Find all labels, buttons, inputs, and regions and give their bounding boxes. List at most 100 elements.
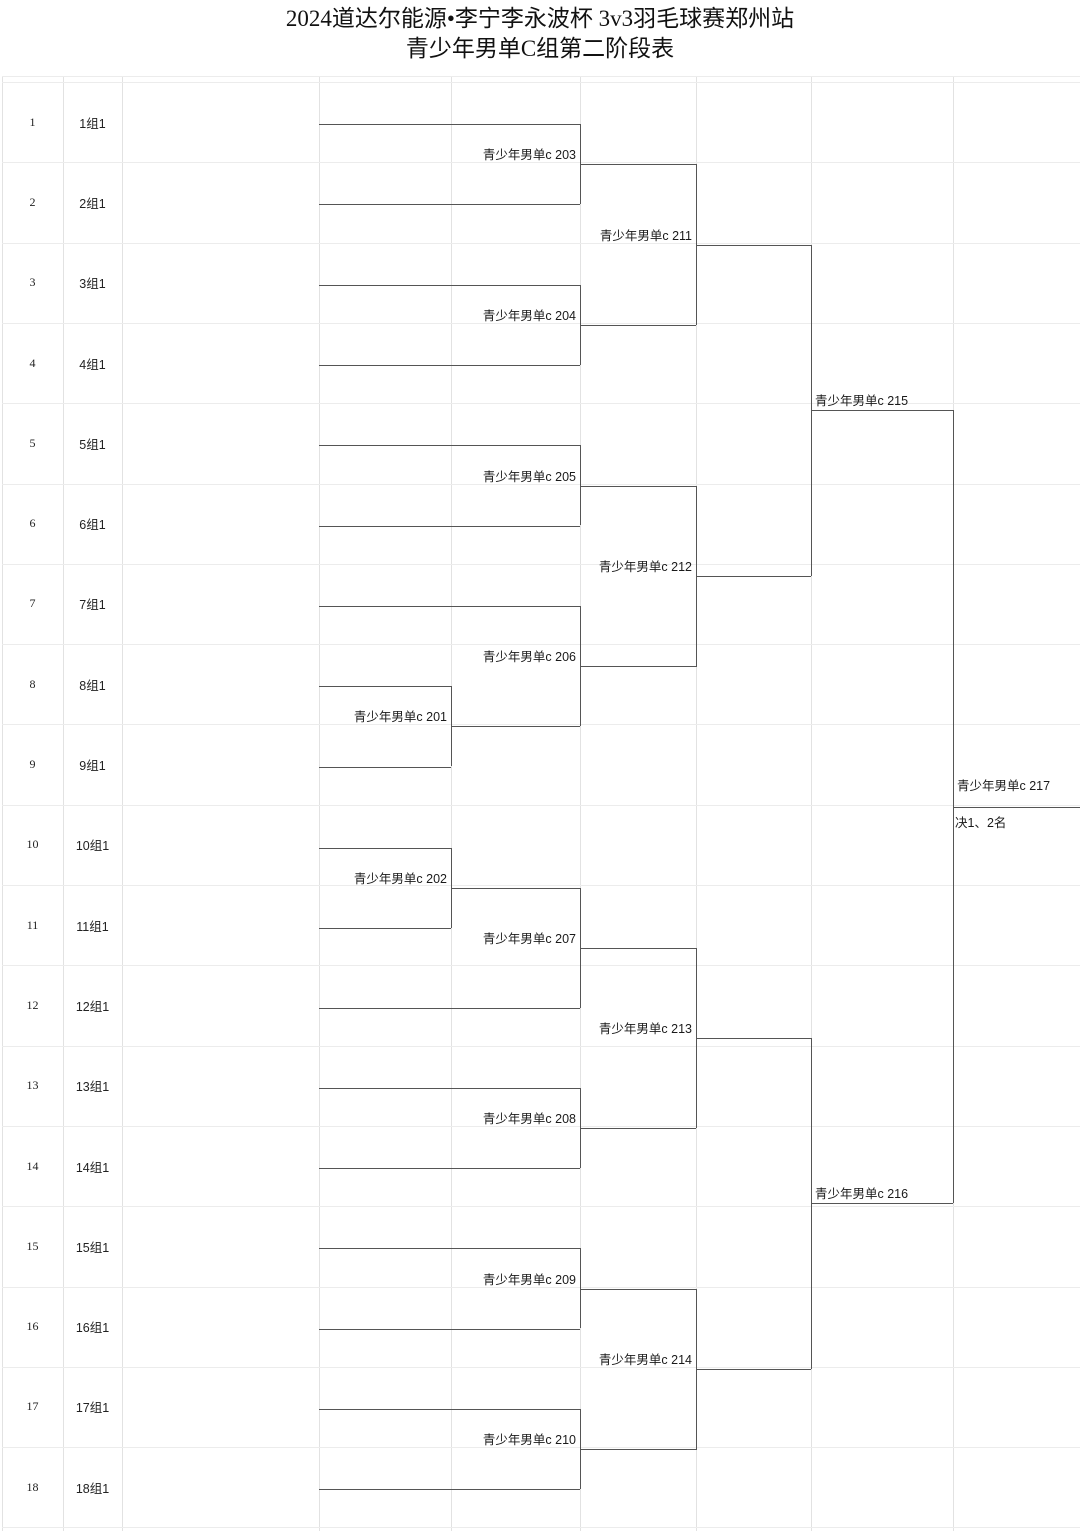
bracket-line-216-bottom [696, 1369, 811, 1370]
entry-group-label: 5组1 [79, 437, 106, 452]
entry-group-label: 3组1 [79, 277, 106, 292]
entry-number: 6 [29, 516, 36, 531]
entry-group-label: 13组1 [75, 1080, 110, 1095]
grid-row-line [2, 162, 1080, 163]
grid-row-line [2, 1367, 1080, 1368]
entry-group-label: 15组1 [75, 1240, 110, 1255]
bracket-line-206-top [319, 606, 580, 607]
grid-column-line [2, 76, 3, 1531]
entry-group-label: 8组1 [79, 678, 106, 693]
entry-number: 16 [26, 1319, 39, 1334]
entry-number: 14 [26, 1158, 39, 1173]
bracket-line-212-bottom [580, 666, 696, 667]
bracket-join-209 [580, 1248, 581, 1329]
bracket-line-210-top [319, 1409, 580, 1410]
grid-column-line [319, 76, 320, 1531]
entry-number: 1 [29, 114, 36, 129]
match-label-214: 青少年男单c 214 [598, 1352, 692, 1367]
entry-number: 4 [29, 355, 36, 370]
entry-group-label: 10组1 [75, 839, 110, 854]
bracket-line-216-top [696, 1038, 811, 1039]
bracket-line-203-bottom [319, 204, 580, 205]
entry-number: 10 [26, 837, 39, 852]
entry-number: 13 [26, 1078, 39, 1093]
entry-group-label: 16组1 [75, 1321, 110, 1336]
bracket-line-205-bottom [319, 526, 580, 527]
grid-row-line [2, 1447, 1080, 1448]
grid-column-line [580, 76, 581, 1531]
grid-column-line [451, 76, 452, 1531]
entry-group-label: 2组1 [79, 196, 106, 211]
grid-row-line [2, 1527, 1080, 1528]
bracket-line-203-top [319, 124, 580, 125]
grid-row-line [2, 724, 1080, 725]
bracket-line-214-top [580, 1289, 696, 1290]
grid-row-line [2, 82, 1080, 83]
entry-group-label: 7组1 [79, 598, 106, 613]
bracket-line-209-top [319, 1248, 580, 1249]
bracket-line-212-top [580, 486, 696, 487]
bracket-line-207-bottom [319, 1008, 580, 1009]
match-label-208: 青少年男单c 208 [482, 1111, 576, 1126]
bracket-line-202-top [319, 848, 451, 849]
grid-column-line [811, 76, 812, 1531]
entry-number: 18 [26, 1479, 39, 1494]
entry-number: 11 [26, 917, 39, 932]
grid-row-line [2, 403, 1080, 404]
bracket-line-214-bottom [580, 1449, 696, 1450]
bracket-line-215-top [696, 245, 811, 246]
bracket-line-215-bottom [696, 576, 811, 577]
entry-number: 8 [29, 676, 36, 691]
bracket-line-208-bottom [319, 1168, 580, 1169]
bracket-line-208-top [319, 1088, 580, 1089]
bracket-line-213-top [580, 948, 696, 949]
bracket-line-201-top [319, 686, 451, 687]
match-label-206: 青少年男单c 206 [482, 650, 576, 665]
entry-number: 17 [26, 1399, 39, 1414]
match-label-213: 青少年男单c 213 [598, 1022, 692, 1037]
entry-group-label: 11组1 [76, 919, 109, 934]
bracket-line-206-bottom [451, 726, 580, 727]
grid-row-line [2, 1206, 1080, 1207]
bracket-line-205-top [319, 445, 580, 446]
bracket-line-204-top [319, 285, 580, 286]
entry-group-label: 12组1 [75, 999, 110, 1014]
grid-row-line [2, 323, 1080, 324]
bracket-line-champion-out [953, 807, 1080, 808]
grid-row-line [2, 1287, 1080, 1288]
grid-column-line [63, 76, 64, 1531]
match-label-212: 青少年男单c 212 [598, 559, 692, 574]
grid-row-line [2, 644, 1080, 645]
bracket-line-201-bottom [319, 767, 451, 768]
bracket-line-204-bottom [319, 365, 580, 366]
bracket-line-217-bottom [811, 1203, 953, 1204]
match-label-202: 青少年男单c 202 [353, 872, 447, 886]
grid-row-line [2, 484, 1080, 485]
bracket-line-210-bottom [319, 1489, 580, 1490]
entry-number: 9 [29, 757, 36, 772]
grid-column-line [122, 76, 123, 1531]
match-label-209: 青少年男单c 209 [482, 1272, 576, 1287]
match-label-217: 青少年男单c 217 [957, 778, 1051, 793]
entry-group-label: 1组1 [79, 116, 106, 131]
entry-group-label: 14组1 [75, 1160, 110, 1175]
bracket-line-211-bottom [580, 325, 696, 326]
bracket-line-209-bottom [319, 1329, 580, 1330]
bracket-line-202-bottom [319, 928, 451, 929]
entry-group-label: 4组1 [79, 357, 106, 372]
entry-number: 15 [26, 1238, 39, 1253]
final-placement-note: 决1、2名 [955, 815, 1007, 830]
entry-number: 12 [26, 997, 39, 1012]
bracket-join-211 [696, 164, 697, 325]
entry-group-label: 17组1 [75, 1401, 110, 1416]
grid-row-line [2, 965, 1080, 966]
bracket-line-213-bottom [580, 1128, 696, 1129]
entry-number: 2 [29, 194, 36, 209]
match-label-215: 青少年男单c 215 [815, 394, 909, 409]
match-label-207: 青少年男单c 207 [482, 932, 576, 947]
grid-column-line [696, 76, 697, 1531]
